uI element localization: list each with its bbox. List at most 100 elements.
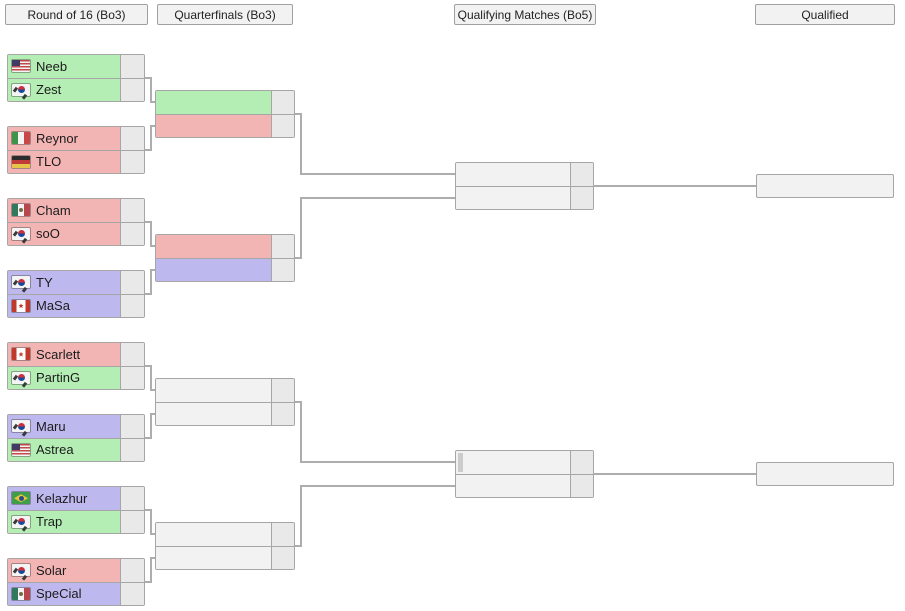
empty-slot [156,523,294,546]
bracket-connector [295,257,302,259]
quarterfinal-match [155,234,295,282]
player-name-cell[interactable]: TY [8,271,120,294]
player-name-cell[interactable]: Reynor [8,127,120,150]
empty-slot [156,545,294,569]
player-row-masa: MaSa [8,293,144,317]
empty-slot-cell [156,523,271,546]
player-name-cell[interactable]: Maru [8,415,120,438]
qualifying-match [455,450,594,498]
player-row-neeb: Neeb [8,55,144,78]
player-row-maru: Maru [8,415,144,438]
score-box [120,510,144,533]
empty-slot-cell [456,451,570,474]
empty-slot [156,91,294,114]
bracket-connector [150,557,152,583]
empty-slot [456,185,593,209]
flag-united-states-icon [12,60,30,73]
player-row-special: SpeCial [8,581,144,605]
empty-flag-placeholder-icon [458,452,463,472]
bracket-connector [150,125,155,127]
qualifying-match [455,162,594,210]
bracket-connector [145,149,152,151]
player-name: Reynor [36,130,78,146]
bracket-connector [145,77,152,79]
bracket-connector [150,365,152,391]
player-name: PartinG [36,370,81,386]
player-name-cell[interactable]: Astrea [8,438,120,461]
empty-slot [456,473,593,497]
qualified-slot [756,462,894,486]
flag-brazil-icon [12,492,30,505]
score-box [120,294,144,317]
empty-slot [156,379,294,402]
bracket-connector [150,413,155,415]
player-name: MaSa [36,298,70,314]
qualified-label [757,463,893,485]
flag-south-korea-icon [12,515,30,528]
empty-slot-cell [156,114,271,137]
score-box [120,582,144,605]
player-name-cell[interactable]: Scarlett [8,343,120,366]
player-name: Scarlett [36,346,81,362]
player-name-cell[interactable]: Neeb [8,55,120,78]
player-name-cell[interactable]: Trap [8,510,120,533]
player-name: soO [36,226,60,242]
empty-slot-cell [156,546,271,569]
score-box [271,402,294,425]
bracket-connector [594,185,756,187]
bracket-connector [145,221,152,223]
bracket-connector [300,197,302,259]
player-name-cell[interactable]: Solar [8,559,120,582]
score-box [120,55,144,78]
bracket-connector [145,509,152,511]
player-name-cell[interactable]: MaSa [8,294,120,317]
bracket-connector [145,581,152,583]
empty-slot-cell [456,474,570,497]
player-name: Trap [36,514,63,530]
empty-slot [456,451,593,474]
column-header-qualified: Qualified [755,4,895,25]
qualified-slot [756,174,894,198]
player-name-cell[interactable]: TLO [8,150,120,173]
bracket-connector [150,269,152,295]
score-box [271,523,294,546]
empty-slot-cell [156,235,271,258]
player-row-reynor: Reynor [8,127,144,150]
bracket-connector [300,173,455,175]
bracket-connector [295,113,302,115]
player-name: TLO [36,154,62,170]
qualified-label [757,175,893,197]
player-name: Solar [36,562,67,578]
player-name-cell[interactable]: SpeCial [8,582,120,605]
player-name-cell[interactable]: soO [8,222,120,245]
player-row-soo: soO [8,221,144,245]
flag-south-korea-icon [12,83,30,96]
player-name: Kelazhur [36,490,88,506]
bracket-connector [150,389,155,391]
score-box [271,91,294,114]
player-name-cell[interactable]: PartinG [8,366,120,389]
player-name-cell[interactable]: Zest [8,78,120,101]
empty-slot-cell [156,379,271,402]
flag-south-korea-icon [12,371,30,384]
bracket-connector [150,413,152,439]
player-row-solar: Solar [8,559,144,582]
score-box [120,343,144,366]
score-box [120,271,144,294]
bracket-connector [150,533,155,535]
bracket-connector [300,461,455,463]
player-row-kelazhur: Kelazhur [8,487,144,510]
column-header-qualifying-matches: Qualifying Matches (Bo5) [454,4,596,25]
bracket-connector [150,269,155,271]
player-name: Neeb [36,58,68,74]
score-box [120,150,144,173]
bracket-connector [145,437,152,439]
player-name-cell[interactable]: Kelazhur [8,487,120,510]
player-name-cell[interactable]: Cham [8,199,120,222]
score-box [120,415,144,438]
bracket-connector [150,101,155,103]
player-row-cham: Cham [8,199,144,222]
empty-slot-cell [456,186,570,209]
